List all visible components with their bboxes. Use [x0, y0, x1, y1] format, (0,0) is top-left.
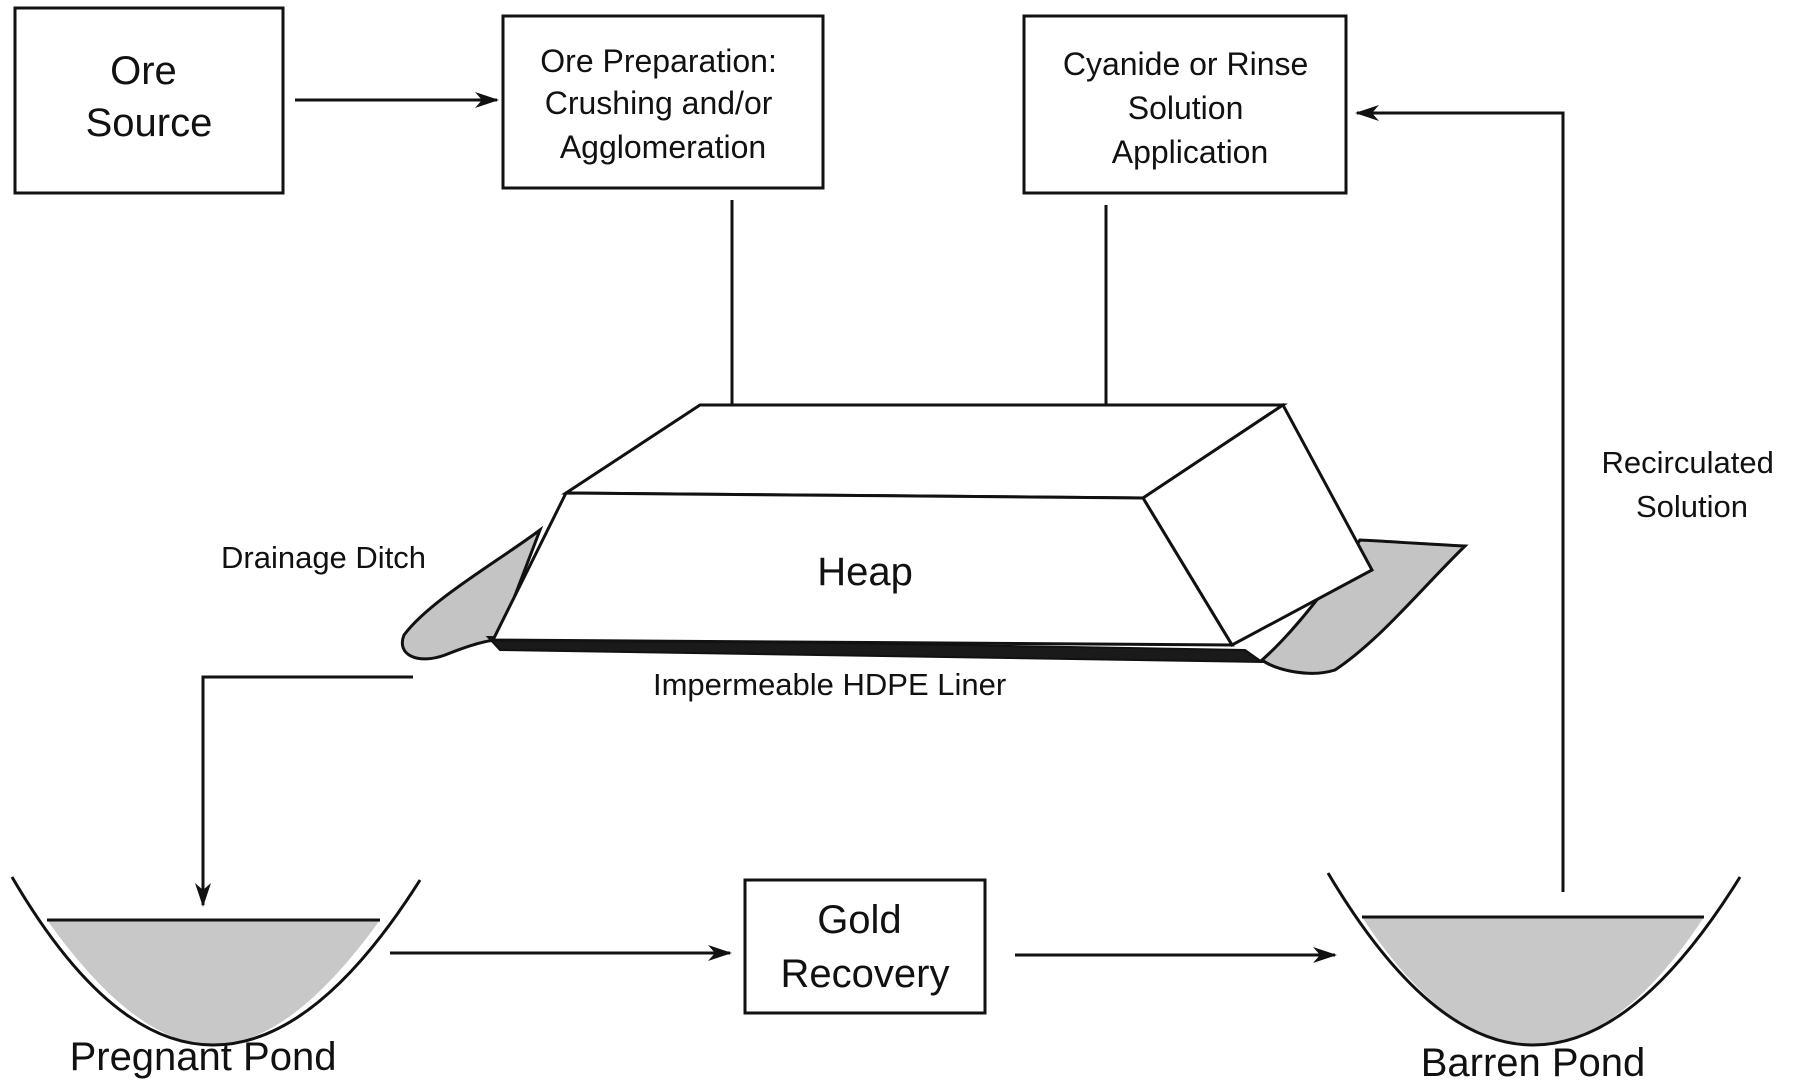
solution-application-label-line1: Cyanide or Rinse — [1063, 46, 1308, 82]
ore-preparation-label-line2: Crushing and/or — [545, 85, 773, 121]
pregnant-pond — [10, 876, 422, 1047]
liner-label: Impermeable HDPE Liner — [653, 667, 1006, 702]
arrow-ditch-to-pregnant-pond — [195, 675, 413, 907]
drainage-ditch-right — [1259, 538, 1469, 675]
heap-assembly: Heap — [400, 402, 1469, 675]
barren-pond — [1326, 872, 1742, 1047]
arrow-recirculated-solution — [1355, 105, 1565, 892]
svg-text:Gold Recovery: Gold Recovery — [781, 898, 950, 996]
svg-text:Ore Source: Ore Source — [86, 49, 213, 145]
solution-application-label-line2: Solution — [1128, 90, 1244, 126]
pregnant-pond-basin — [10, 876, 422, 1047]
barren-pond-solution — [1362, 917, 1704, 1045]
drainage-ditch-left — [400, 525, 544, 661]
svg-text:Ore Preparation: Crushin: Ore Preparation: Crushing and/or Agglome… — [540, 43, 785, 165]
gold-recovery-label-line2: Recovery — [781, 952, 950, 996]
ore-preparation-label-line3: Agglomeration — [560, 129, 766, 165]
recirculated-label-line2: Solution — [1636, 489, 1748, 524]
ore-preparation-box: Ore Preparation: Crushing and/or Agglome… — [501, 14, 825, 190]
ore-source-label-line2: Source — [86, 101, 213, 145]
pregnant-pond-label: Pregnant Pond — [70, 1035, 337, 1079]
gold-recovery-label-line1: Gold — [817, 898, 902, 942]
ore-preparation-label-line1: Ore Preparation: — [540, 43, 777, 79]
barren-pond-basin — [1326, 872, 1742, 1047]
hdpe-liner — [485, 635, 1266, 664]
ore-source-box: Ore Source — [13, 6, 285, 195]
ore-source-label-line1: Ore — [110, 49, 177, 93]
solution-application-label-line3: Application — [1112, 134, 1269, 170]
recirculated-solution-label: Recirculated Solution — [1602, 445, 1783, 524]
recirculated-label-line1: Recirculated — [1602, 445, 1774, 480]
gold-recovery-box: Gold Recovery — [743, 878, 987, 1015]
pregnant-pond-solution — [47, 920, 380, 1045]
drainage-ditch-label: Drainage Ditch — [221, 540, 426, 575]
barren-pond-label: Barren Pond — [1421, 1041, 1646, 1085]
solution-application-box: Cyanide or Rinse Solution Application — [1022, 14, 1348, 195]
heap-front-face — [490, 491, 1235, 647]
svg-text:Cyanide or Rinse Solutio: Cyanide or Rinse Solution Application — [1063, 46, 1317, 170]
heap-label: Heap — [817, 550, 913, 594]
